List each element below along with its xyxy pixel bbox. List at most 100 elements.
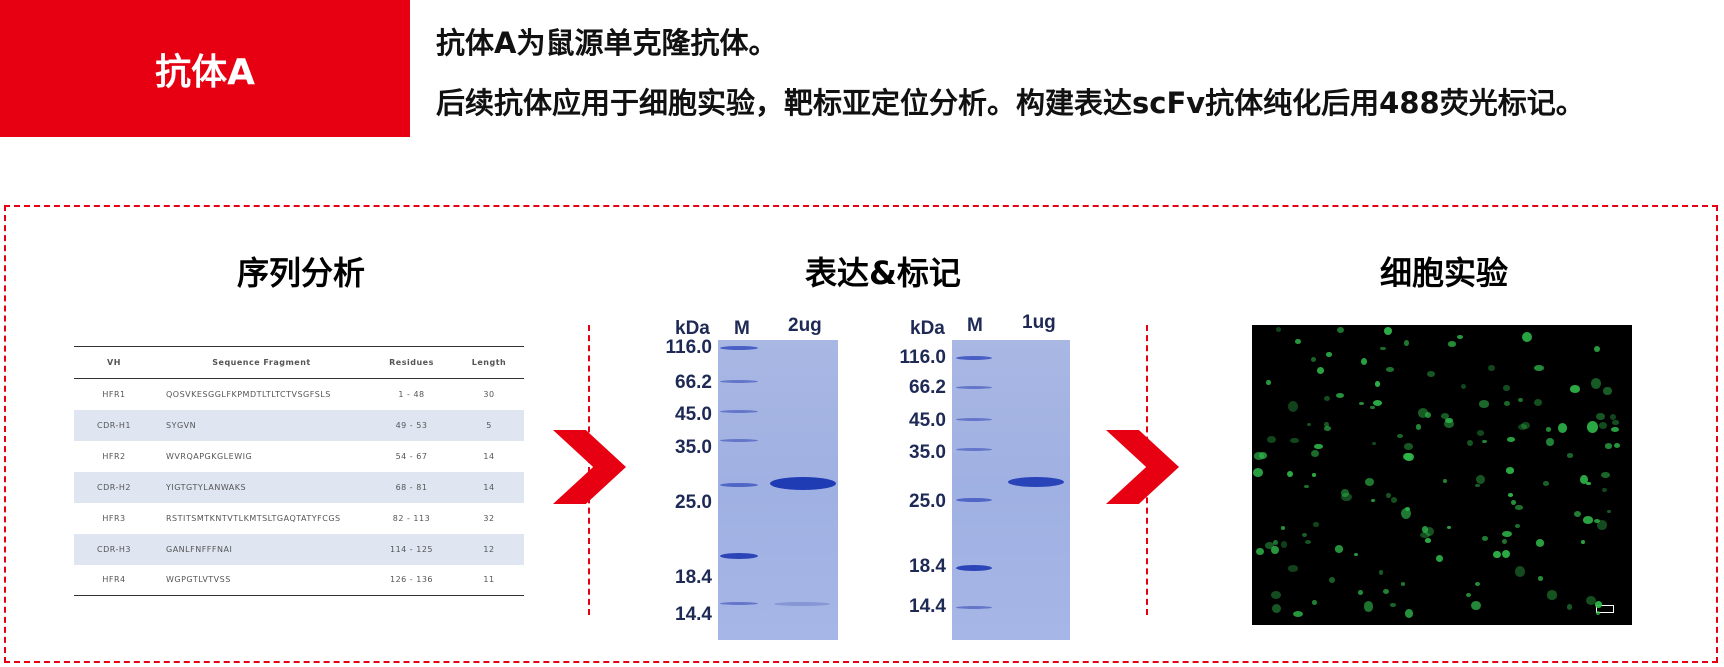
- fluorescent-cell: [1256, 547, 1265, 556]
- cell-residues: 49 - 53: [369, 409, 454, 441]
- fluorescent-cell: [1363, 601, 1374, 612]
- cell-length: 14: [454, 471, 524, 503]
- cell-region: HFR3: [102, 513, 126, 523]
- fluorescent-cell: [1302, 533, 1307, 538]
- fluorescent-cell: [1545, 427, 1552, 432]
- fluorescent-cell: [1314, 443, 1323, 450]
- fluorescent-cell: [1475, 483, 1480, 487]
- header-residues: Residues: [369, 346, 454, 379]
- cell-region: HFR4: [74, 564, 154, 596]
- fluorescent-cell: [1543, 481, 1549, 487]
- section-title-cell: 细胞实验: [1380, 254, 1509, 292]
- cell-residues: 114 - 125: [369, 533, 454, 565]
- cell-residues: 82 - 113: [392, 513, 431, 523]
- cell-length: 5: [454, 409, 524, 441]
- fluorescent-cell: [1266, 435, 1276, 443]
- fluorescence-micrograph: [1252, 325, 1632, 625]
- fluorescent-cell: [1493, 551, 1501, 559]
- fluorescent-cell: [1312, 600, 1317, 605]
- fluorescent-cell: [1446, 526, 1451, 530]
- fluorescent-cell: [1471, 601, 1481, 610]
- fluorescent-cell: [1253, 452, 1265, 460]
- fluorescent-cell: [1326, 352, 1332, 357]
- table-row: HFR4 WGPGTLVTVSS 126 - 136 11: [74, 564, 524, 596]
- cell-sequence: SYGVN: [154, 409, 369, 441]
- fluorescent-cell: [1478, 400, 1490, 408]
- fluorescent-cell: [1292, 611, 1304, 618]
- fluorescent-cell: [1517, 398, 1523, 403]
- gel2-kda-label: kDa: [910, 318, 945, 339]
- table-row: HFR3 RSTITSMTKNTVTLKMTSLTGAQTATYFCGS 82 …: [74, 503, 524, 534]
- gel1-mw-116: 116.0: [665, 337, 713, 358]
- title-banner: 抗体A: [0, 0, 410, 137]
- gel2-image: [952, 340, 1070, 640]
- gel1-mw-45: 45.0: [675, 404, 712, 425]
- gel2-mw-14: 14.4: [909, 596, 946, 617]
- fluorescent-cell: [1610, 427, 1619, 433]
- fluorescent-cell: [1361, 358, 1368, 365]
- fluorescent-cell: [1371, 498, 1376, 503]
- fluorescent-cell: [1447, 341, 1456, 347]
- fluorescent-cell: [1583, 516, 1594, 524]
- fluorescent-cell: [1391, 497, 1398, 504]
- table-row: CDR-H1 SYGVN 49 - 53 5: [74, 409, 524, 441]
- gel1-image: [718, 340, 838, 640]
- fluorescent-cell: [1514, 566, 1525, 578]
- cell-sequence: WVRQAPGKGLEWIG: [166, 451, 253, 461]
- cell-residues: 54 - 67: [395, 451, 428, 461]
- scale-bar: [1596, 605, 1614, 613]
- fluorescent-cell: [1502, 549, 1511, 558]
- fluorescent-cell: [1253, 468, 1264, 478]
- fluorescent-cell: [1374, 381, 1381, 387]
- header-vh: VH: [74, 346, 154, 379]
- fluorescent-cell: [1426, 370, 1435, 378]
- fluorescent-cell: [1482, 440, 1488, 444]
- fluorescent-cell: [1372, 441, 1377, 445]
- fluorescent-cell: [1445, 417, 1453, 424]
- cell-length: 14: [483, 451, 495, 461]
- fluorescent-cell: [1594, 600, 1603, 608]
- fluorescent-cell: [1566, 453, 1574, 458]
- cell-residues: 68 - 81: [369, 471, 454, 503]
- fluorescent-cell: [1587, 421, 1598, 434]
- fluorescent-cell: [1537, 576, 1543, 581]
- fluorescent-cell: [1598, 421, 1608, 429]
- fluorescent-cell: [1379, 570, 1384, 575]
- fluorescent-cell: [1593, 518, 1601, 524]
- cell-length: 30: [483, 389, 495, 399]
- fluorescent-cell: [1275, 326, 1282, 332]
- gel2-mw-25: 25.0: [909, 491, 946, 512]
- fluorescent-cell: [1271, 604, 1281, 614]
- fluorescent-cell: [1503, 384, 1510, 392]
- fluorescent-cell: [1514, 524, 1521, 529]
- fluorescent-cell: [1570, 385, 1581, 393]
- fluorescent-cell: [1546, 590, 1558, 600]
- fluorescent-cell: [1566, 604, 1573, 610]
- fluorescent-cell: [1336, 327, 1344, 334]
- fluorescent-cell: [1442, 479, 1448, 484]
- gel1-kda-label: kDa: [675, 318, 710, 339]
- fluorescent-cell: [1505, 467, 1515, 474]
- fluorescent-cell: [1518, 423, 1527, 430]
- fluorescent-cell: [1340, 488, 1350, 497]
- fluorescent-cell: [1614, 443, 1621, 449]
- fluorescent-cell: [1415, 424, 1422, 430]
- fluorescent-cell: [1481, 535, 1488, 541]
- fluorescent-cell: [1502, 530, 1512, 537]
- fluorescent-cell: [1287, 565, 1299, 572]
- fluorescent-cell: [1444, 419, 1455, 428]
- fluorescent-cell: [1591, 378, 1602, 389]
- fluorescent-cell: [1400, 508, 1412, 520]
- fluorescent-cell: [1324, 421, 1329, 427]
- fluorescent-cell: [1596, 413, 1605, 421]
- cell-sequence: YIGTGTYLANWAKS: [154, 471, 369, 503]
- fluorescent-cell: [1403, 340, 1409, 346]
- gel2-mw-116: 116.0: [899, 347, 947, 368]
- fluorescent-cell: [1312, 473, 1317, 477]
- fluorescent-cell: [1404, 506, 1410, 512]
- cell-sequence: QOSVKESGGLFKPMDTLTLTCTVSGFSLS: [166, 389, 331, 399]
- fluorescent-cell: [1384, 327, 1393, 335]
- fluorescent-cell: [1474, 582, 1480, 587]
- fluorescent-cell: [1271, 590, 1282, 599]
- gel2-marker-lane-label: M: [967, 315, 983, 336]
